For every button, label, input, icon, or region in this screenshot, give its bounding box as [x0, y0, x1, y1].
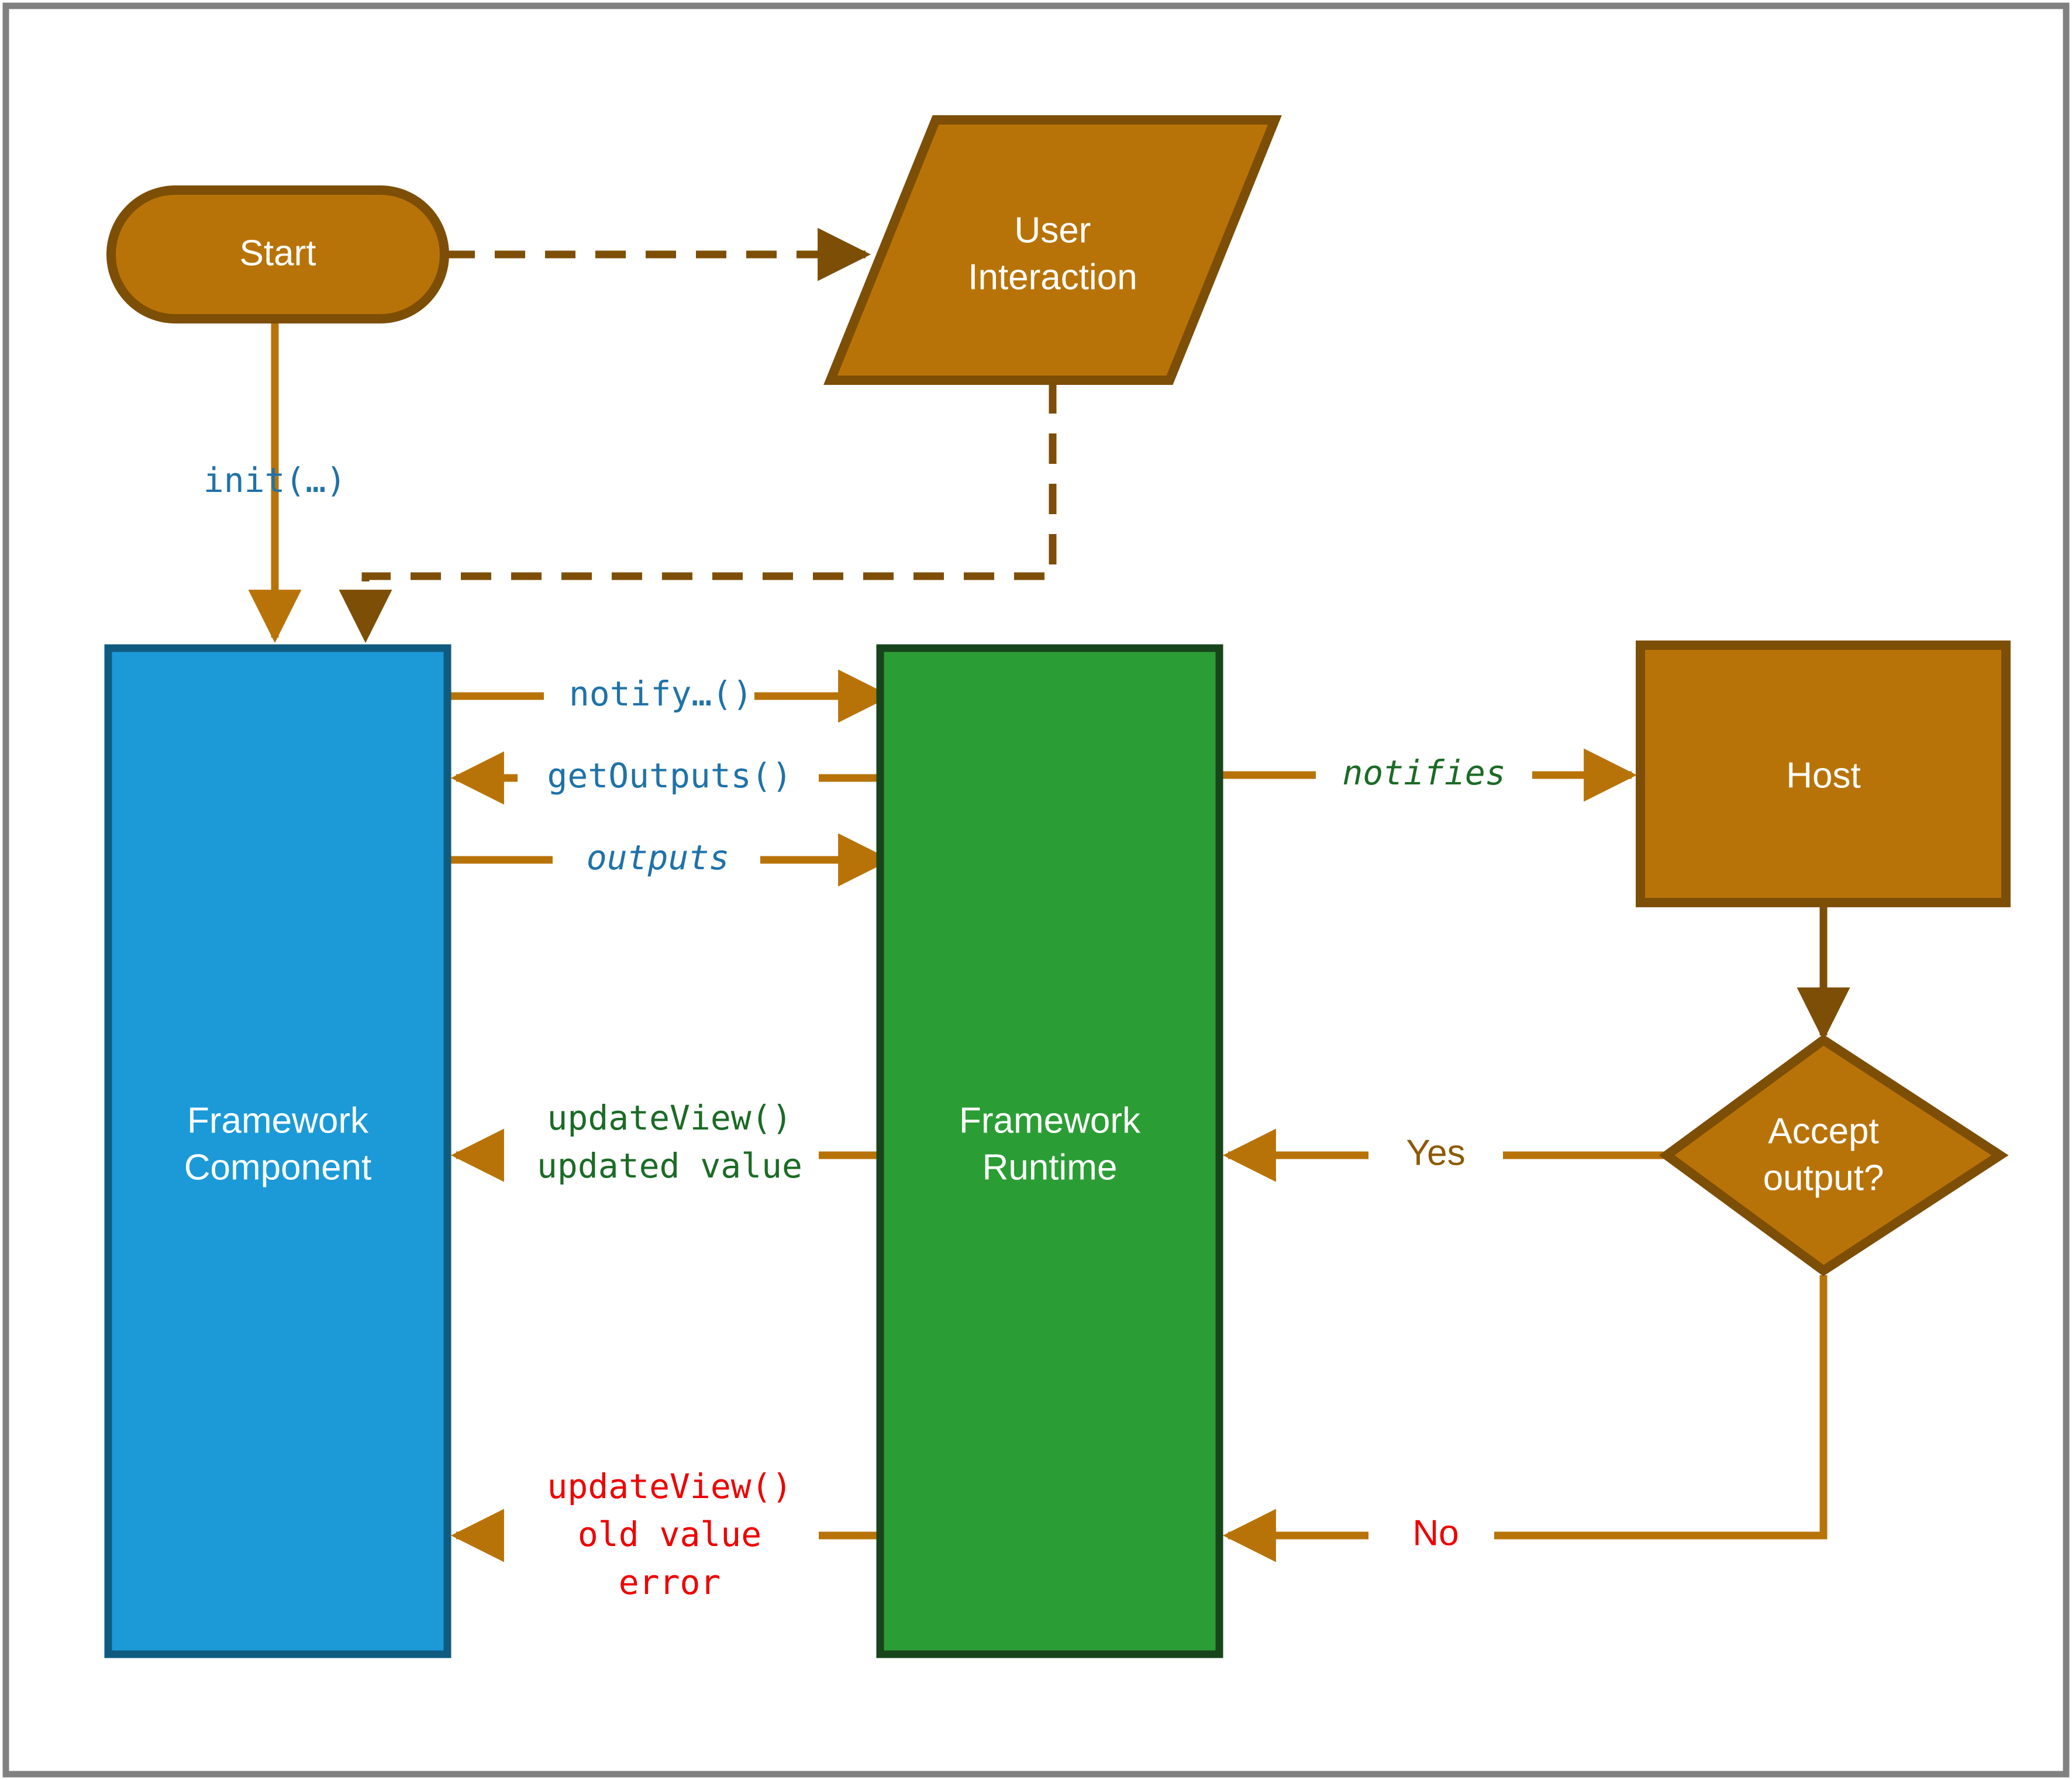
- edge-label-error-updateview: updateView(): [547, 1466, 792, 1506]
- edge-label-init: init(…): [204, 460, 346, 500]
- accept-output-label-line1: Accept: [1768, 1111, 1879, 1151]
- accept-output-shape[interactable]: [1659, 1034, 2009, 1276]
- edge-accept-no-to-runtime: [1222, 1275, 1828, 1562]
- framework-runtime-label-line1: Framework: [959, 1100, 1141, 1141]
- host-label: Host: [1786, 755, 1860, 796]
- framework-component-label-line2: Component: [184, 1147, 372, 1187]
- framework-component-label-line1: Framework: [187, 1100, 369, 1141]
- accept-output-label-line2: output?: [1763, 1158, 1884, 1198]
- edge-label-error-error: error: [619, 1562, 721, 1602]
- edge-label-getoutputs: getOutputs(): [547, 756, 792, 796]
- start-label: Start: [240, 233, 316, 273]
- user-interaction-label-line2: Interaction: [968, 257, 1137, 297]
- edge-label-notifies: notifies: [1342, 753, 1505, 793]
- edge-label-notify: notify…(): [569, 674, 753, 714]
- node-start[interactable]: Start: [106, 185, 449, 323]
- node-user-interaction[interactable]: User Interaction: [823, 115, 1282, 385]
- edge-label-updated-value: updated value: [537, 1146, 802, 1186]
- edge-label-yes: Yes: [1406, 1132, 1465, 1173]
- edge-label-error-old-value: old value: [578, 1514, 761, 1554]
- node-accept-output[interactable]: Accept output?: [1659, 1034, 2009, 1276]
- user-interaction-label-line1: User: [1015, 210, 1091, 250]
- node-host[interactable]: Host: [1636, 641, 2011, 907]
- edge-user-interaction-to-framework-component: [339, 383, 1057, 643]
- framework-component-shape[interactable]: [104, 644, 451, 1658]
- user-interaction-shape[interactable]: [823, 115, 1282, 385]
- edge-label-no: No: [1412, 1513, 1459, 1553]
- edge-label-updateview: updateView(): [547, 1098, 792, 1138]
- framework-runtime-label-line2: Runtime: [982, 1147, 1118, 1187]
- edge-label-outputs: outputs: [587, 838, 729, 877]
- start-shape[interactable]: [106, 185, 449, 323]
- node-framework-component[interactable]: Framework Component: [104, 644, 451, 1658]
- framework-runtime-shape[interactable]: [876, 644, 1223, 1658]
- node-framework-runtime[interactable]: Framework Runtime: [876, 644, 1223, 1658]
- host-shape[interactable]: [1636, 641, 2011, 907]
